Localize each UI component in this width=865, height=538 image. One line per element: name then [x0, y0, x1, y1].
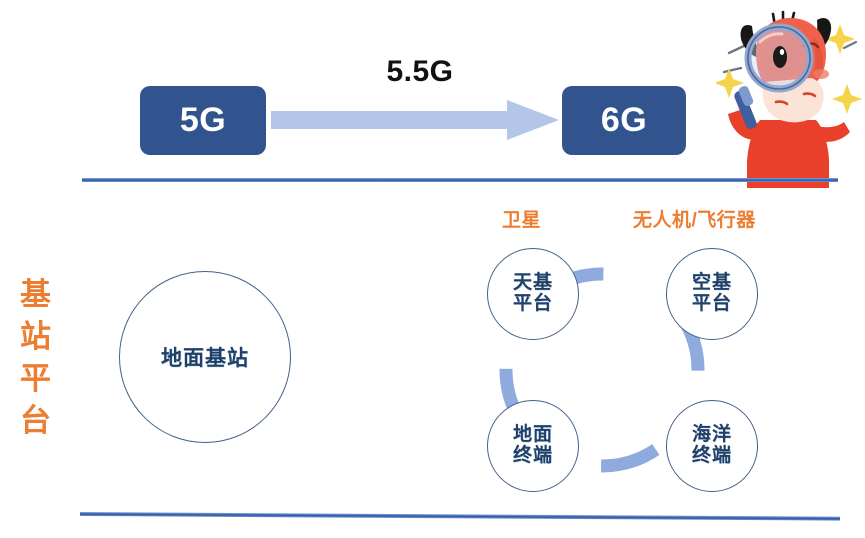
node-ocean-terminal: 海洋 终端	[666, 400, 758, 492]
node-air-platform: 空基 平台	[666, 248, 758, 340]
node-ocean-terminal-line1: 海洋	[691, 424, 732, 446]
generation-box-5g: 5G	[140, 86, 266, 155]
evolution-label-5-5g: 5.5G	[386, 55, 454, 88]
right-arrow-icon	[271, 98, 559, 142]
vertical-char-3: 平	[20, 361, 52, 396]
divider-bottom	[79, 512, 840, 521]
vertical-char-4: 台	[20, 403, 52, 438]
ox-with-magnifier-mascot	[714, 2, 865, 188]
node-ground-terminal: 地面 终端	[487, 400, 579, 492]
node-ground-terminal-line1: 地面	[512, 424, 553, 446]
node-sky-platform-line1: 天基	[512, 272, 553, 294]
node-ground-base-station-label: 地面基站	[161, 347, 249, 370]
node-ground-base-station: 地面基站	[119, 271, 291, 443]
node-air-platform-line1: 空基	[691, 272, 732, 294]
cluster-caption-satellite: 卫星	[502, 210, 542, 231]
vertical-char-2: 站	[20, 319, 52, 354]
divider-top	[82, 178, 838, 182]
vertical-char-1: 基	[20, 277, 52, 312]
section-label-base-station-platform: 基 站 平 台	[14, 274, 58, 442]
cluster-caption-drone: 无人机/飞行器	[633, 210, 756, 231]
generation-box-6g: 6G	[562, 86, 686, 155]
node-sky-platform: 天基 平台	[487, 248, 579, 340]
space-air-ground-sea-cluster: 卫星 无人机/飞行器 天基 平台 空基 平台 地面 终端 海洋 终端	[470, 200, 800, 500]
node-air-platform-line2: 平台	[691, 293, 732, 314]
node-ocean-terminal-line2: 终端	[691, 445, 732, 466]
node-ground-terminal-line2: 终端	[512, 445, 553, 466]
node-sky-platform-line2: 平台	[512, 293, 553, 314]
